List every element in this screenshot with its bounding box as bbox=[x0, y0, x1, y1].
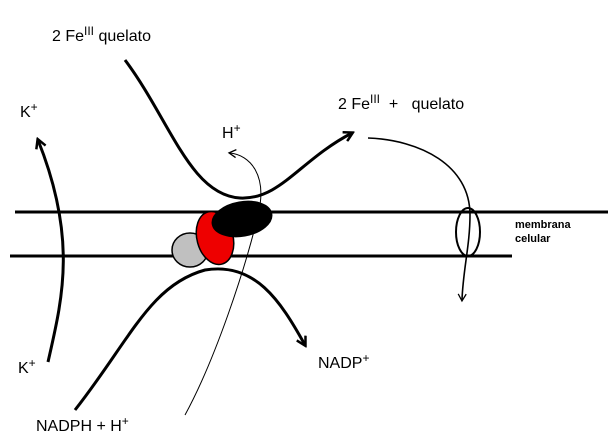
label-nadph: NADPH + H+ bbox=[36, 414, 129, 435]
membrane-channel bbox=[455, 207, 481, 257]
nadph-arrow bbox=[73, 267, 305, 411]
potassium-arrow bbox=[38, 140, 65, 363]
label-fe-chelate: 2 FeIII quelato bbox=[52, 24, 151, 45]
protein-black-subunit bbox=[211, 200, 273, 238]
label-fe-free: 2 FeIII + quelato bbox=[338, 92, 465, 113]
iron-chelate-arrow bbox=[123, 59, 352, 200]
label-nadp: NADP+ bbox=[318, 351, 370, 372]
label-h-top: H+ bbox=[222, 121, 241, 142]
label-k-top: K+ bbox=[20, 100, 38, 121]
chelate-recycle-arrow bbox=[367, 137, 471, 303]
label-k-bottom: K+ bbox=[18, 356, 36, 377]
